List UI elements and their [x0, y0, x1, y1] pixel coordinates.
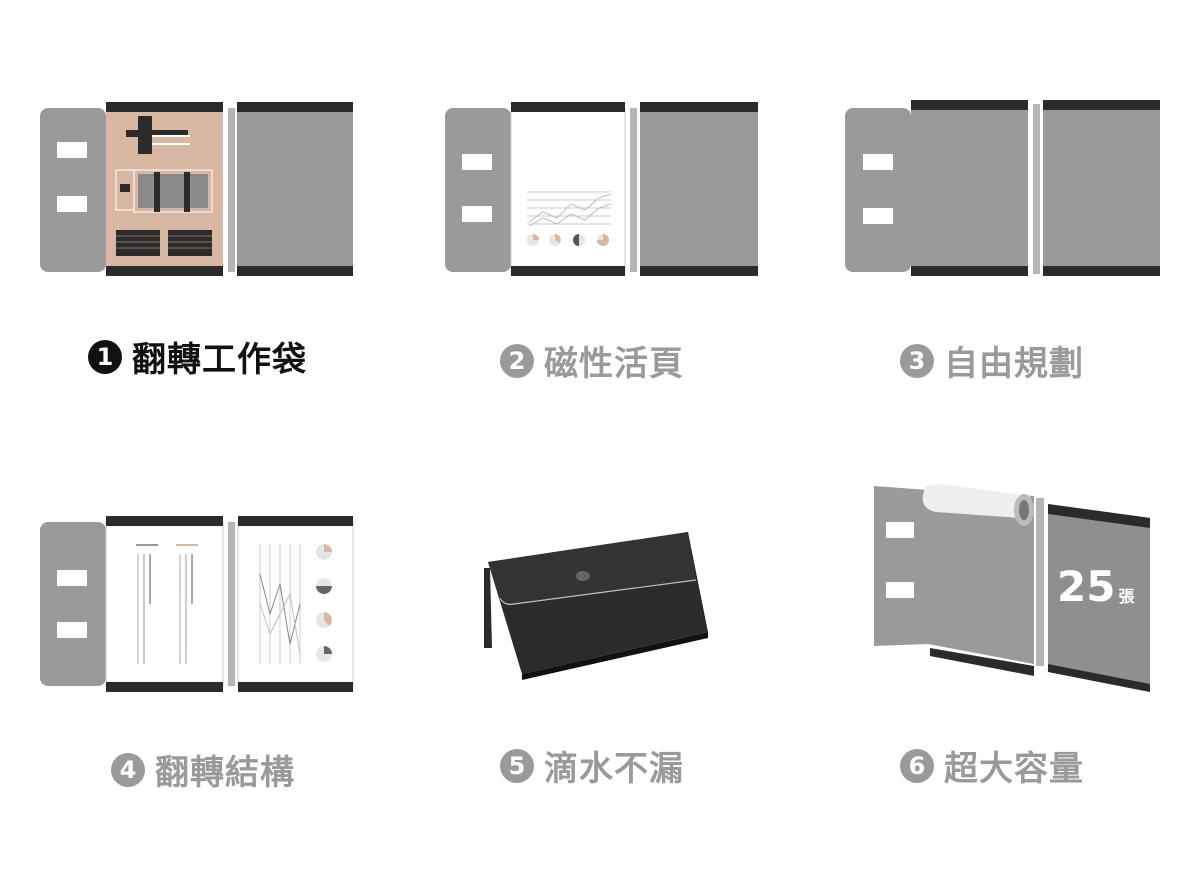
- folder-illustration-free-planning: [845, 100, 1160, 276]
- folder-illustration-large-capacity: [874, 484, 1150, 692]
- feature-number-badge: 2: [500, 343, 534, 378]
- capacity-unit: 張: [1118, 587, 1135, 607]
- folder-illustration-flip-structure: [40, 516, 354, 692]
- capacity-label: 25 張: [1057, 566, 1134, 608]
- folder-illustration-magnetic-pages: [445, 102, 758, 276]
- capacity-count: 25: [1057, 562, 1116, 611]
- feature-title: 超大容量: [944, 749, 1084, 789]
- feature-title: 翻轉工作袋: [132, 340, 307, 380]
- feature-title: 滴水不漏: [544, 749, 684, 789]
- feature-number-badge: 3: [900, 343, 934, 378]
- feature-title: 磁性活頁: [544, 344, 684, 384]
- feature-number-badge: 5: [500, 748, 534, 783]
- feature-caption-2: 2 磁性活頁: [500, 336, 684, 385]
- folder-illustration-work-pouch: [40, 102, 353, 276]
- feature-title: 翻轉結構: [155, 753, 295, 793]
- feature-number-badge: 1: [88, 339, 122, 374]
- feature-caption-5: 5 滴水不漏: [500, 741, 684, 790]
- feature-caption-1: 1 翻轉工作袋: [88, 332, 307, 381]
- feature-title: 自由規劃: [944, 344, 1084, 384]
- feature-caption-6: 6 超大容量: [900, 741, 1084, 790]
- folder-illustration-waterproof-envelope: [484, 532, 708, 680]
- feature-number-badge: 4: [111, 752, 145, 787]
- feature-caption-4: 4 翻轉結構: [111, 745, 295, 794]
- feature-caption-3: 3 自由規劃: [900, 336, 1084, 385]
- feature-number-badge: 6: [900, 748, 934, 783]
